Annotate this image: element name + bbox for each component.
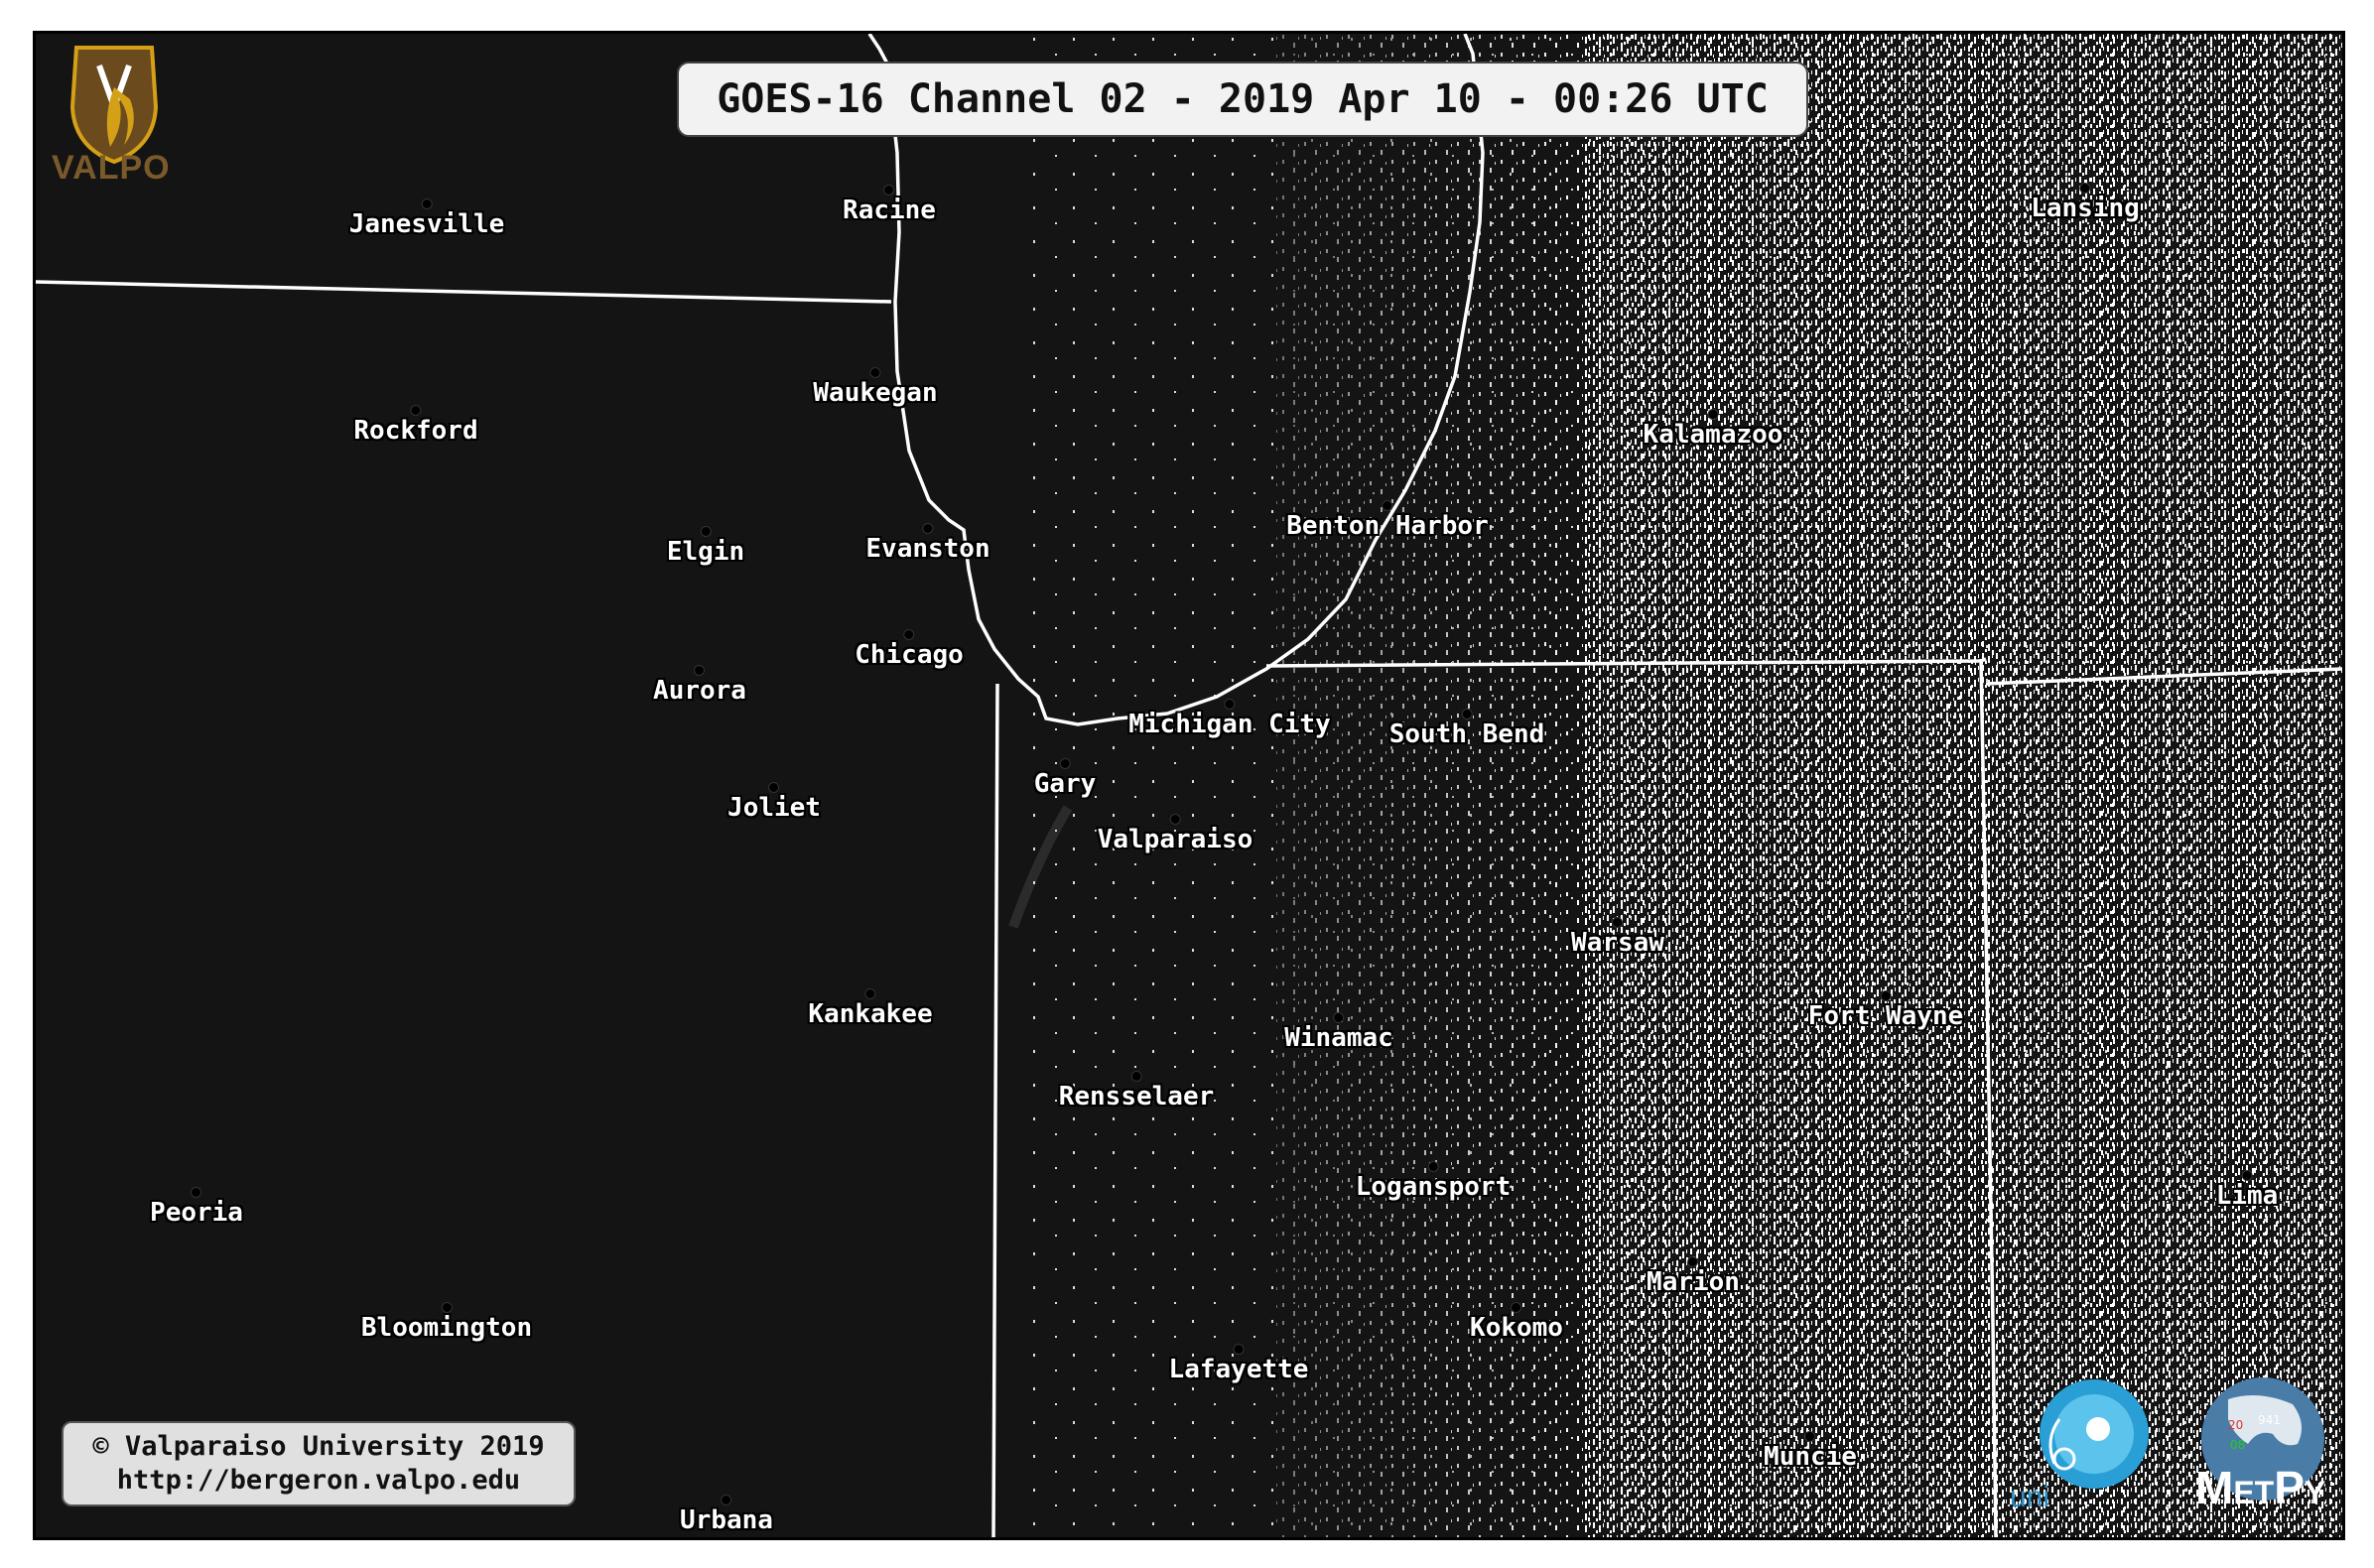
valpo-shield-logo [69, 46, 159, 165]
city-label: Lansing [2031, 194, 2140, 223]
city-label: Michigan City [1128, 710, 1331, 739]
map-title: GOES-16 Channel 02 - 2019 Apr 10 - 00:26… [717, 76, 1769, 122]
metpy-wordmark: MetPy [2195, 1462, 2326, 1513]
copyright-box: © Valparaiso University 2019 http://berg… [62, 1421, 576, 1506]
copyright-url: http://bergeron.valpo.edu [116, 1465, 521, 1496]
city-label: South Bend [1388, 719, 1545, 749]
city-label: Valparaiso [1097, 825, 1253, 854]
city-label: Chicago [855, 640, 964, 670]
city-benton-harbor: Benton Harbor [1286, 500, 1489, 541]
city-label: Urbana [680, 1505, 773, 1535]
city-kankakee: Kankakee [808, 988, 933, 1029]
city-rockford: Rockford [353, 405, 478, 446]
city-label: Evanston [865, 534, 990, 564]
city-label: Bloomington [360, 1313, 533, 1343]
city-label: Fort Wayne [1807, 1001, 1964, 1031]
city-label: Rockford [353, 416, 478, 446]
title-box: GOES-16 Channel 02 - 2019 Apr 10 - 00:26… [677, 62, 1808, 137]
city-label: Lima [2215, 1181, 2279, 1211]
svg-text:20: 20 [2228, 1418, 2243, 1432]
metpy-globe-logo: 20 941 08 [2201, 1377, 2324, 1501]
city-kokomo: Kokomo [1470, 1302, 1563, 1343]
city-label: Kokomo [1470, 1313, 1563, 1343]
city-kalamazoo: Kalamazoo [1643, 409, 1783, 450]
city-urbana: Urbana [680, 1495, 773, 1535]
city-rensselaer: Rensselaer [1058, 1071, 1215, 1111]
city-label: Rensselaer [1058, 1082, 1215, 1111]
unidata-logo [2040, 1379, 2149, 1489]
city-label: Logansport [1355, 1172, 1512, 1202]
city-label: Elgin [666, 537, 745, 567]
city-logansport: Logansport [1355, 1161, 1512, 1202]
city-evanston: Evanston [865, 523, 990, 564]
city-label: Aurora [653, 676, 746, 706]
city-label: Winamac [1284, 1023, 1393, 1053]
city-racine: Racine [843, 185, 936, 225]
city-waukegan: Waukegan [813, 367, 938, 408]
city-label: Waukegan [813, 378, 938, 408]
valpo-wordmark: VALPO [52, 149, 171, 187]
city-label: Racine [843, 196, 936, 225]
city-fort-wayne: Fort Wayne [1807, 990, 1964, 1031]
svg-text:08: 08 [2230, 1438, 2245, 1452]
city-elgin: Elgin [667, 526, 744, 567]
city-marion: Marion [1647, 1256, 1740, 1297]
city-warsaw: Warsaw [1571, 917, 1664, 958]
city-south-bend: South Bend [1388, 709, 1545, 749]
copyright-line: © Valparaiso University 2019 [92, 1431, 545, 1462]
city-label: Janesville [348, 209, 505, 239]
svg-text:941: 941 [2258, 1413, 2281, 1427]
city-joliet: Joliet [727, 782, 821, 823]
city-label: Warsaw [1571, 928, 1664, 958]
city-label: Muncie [1764, 1442, 1857, 1472]
city-chicago: Chicago [855, 629, 964, 670]
satellite-imagery [36, 34, 2342, 1537]
city-winamac: Winamac [1284, 1012, 1393, 1053]
city-bloomington: Bloomington [361, 1302, 532, 1343]
city-lafayette: Lafayette [1168, 1344, 1309, 1384]
city-gary: Gary [1033, 758, 1097, 799]
city-label: Kankakee [808, 999, 933, 1029]
city-lansing: Lansing [2031, 183, 2140, 223]
satellite-map: Janesville Racine Rockford Waukegan Elgi… [33, 31, 2345, 1540]
city-michigan-city: Michigan City [1128, 699, 1331, 739]
city-valparaiso: Valparaiso [1098, 814, 1253, 854]
city-label: Gary [1033, 769, 1097, 799]
city-lima: Lima [2215, 1170, 2279, 1211]
city-label: Joliet [727, 793, 821, 823]
city-label: Benton Harbor [1286, 511, 1489, 541]
city-label: Peoria [150, 1198, 243, 1228]
city-janesville: Janesville [348, 198, 505, 239]
unidata-wordmark: uni [2010, 1481, 2050, 1513]
city-label: Marion [1647, 1267, 1740, 1297]
city-aurora: Aurora [653, 665, 746, 706]
city-muncie: Muncie [1764, 1431, 1857, 1472]
state-borders [36, 34, 2342, 1537]
city-label: Kalamazoo [1643, 420, 1783, 450]
city-peoria: Peoria [150, 1187, 243, 1228]
city-label: Lafayette [1168, 1355, 1309, 1384]
